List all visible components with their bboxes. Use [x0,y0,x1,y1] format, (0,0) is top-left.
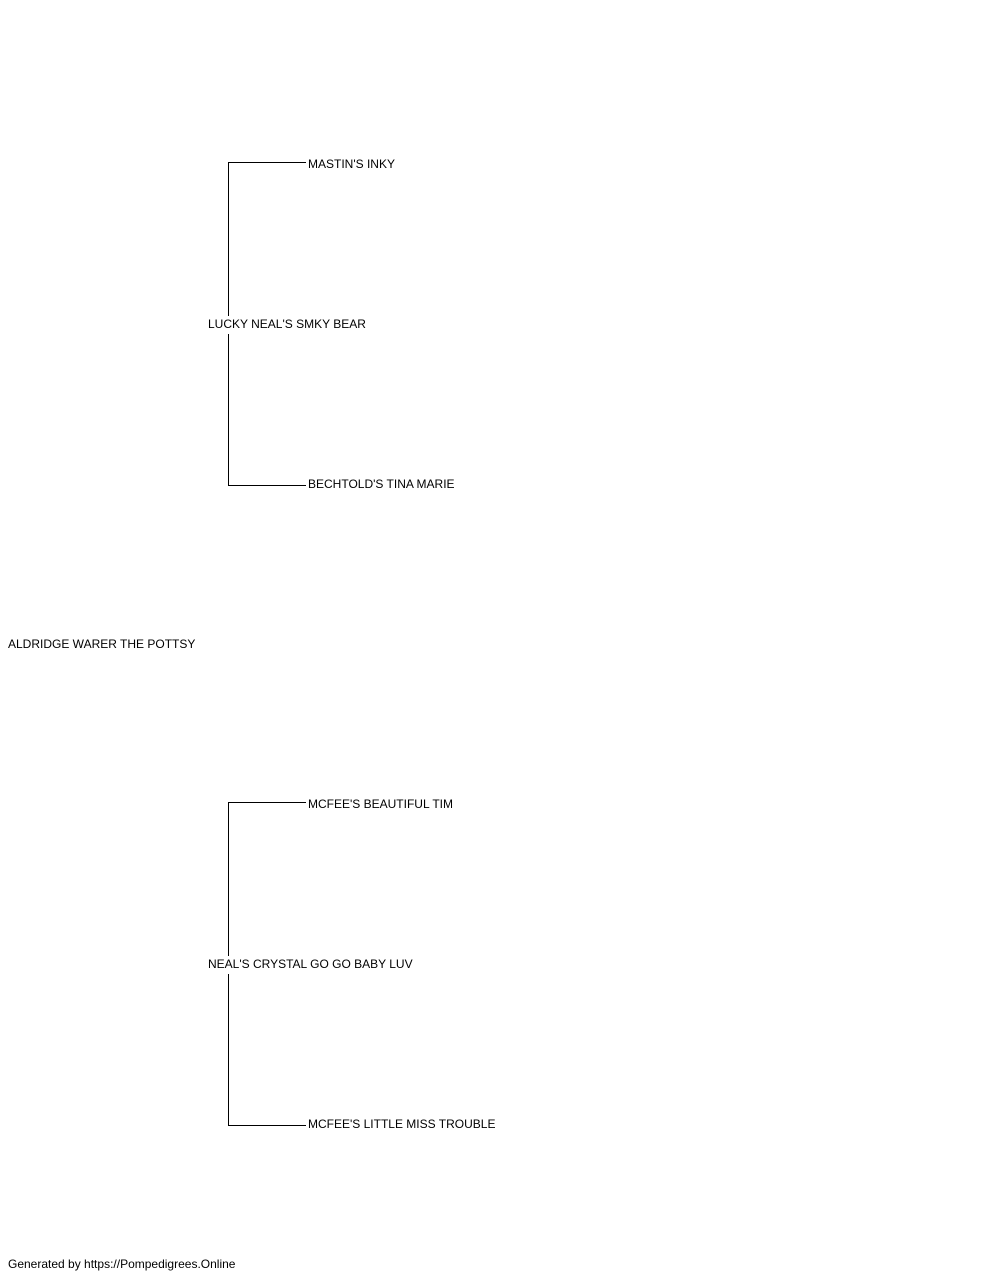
dam-name: NEAL'S CRYSTAL GO GO BABY LUV [208,957,413,971]
sire-dam-name: BECHTOLD'S TINA MARIE [308,477,455,491]
sire-name: LUCKY NEAL'S SMKY BEAR [208,317,366,331]
dam-dam-name: MCFEE'S LITTLE MISS TROUBLE [308,1117,496,1131]
sire-bracket [228,162,306,486]
dam-bracket [228,802,306,1126]
subject-name: ALDRIDGE WARER THE POTTSY [8,637,196,651]
sire-sire-name: MASTIN'S INKY [308,157,395,171]
dam-sire-name: MCFEE'S BEAUTIFUL TIM [308,797,453,811]
generated-by-footer: Generated by https://Pompedigrees.Online [8,1257,236,1271]
